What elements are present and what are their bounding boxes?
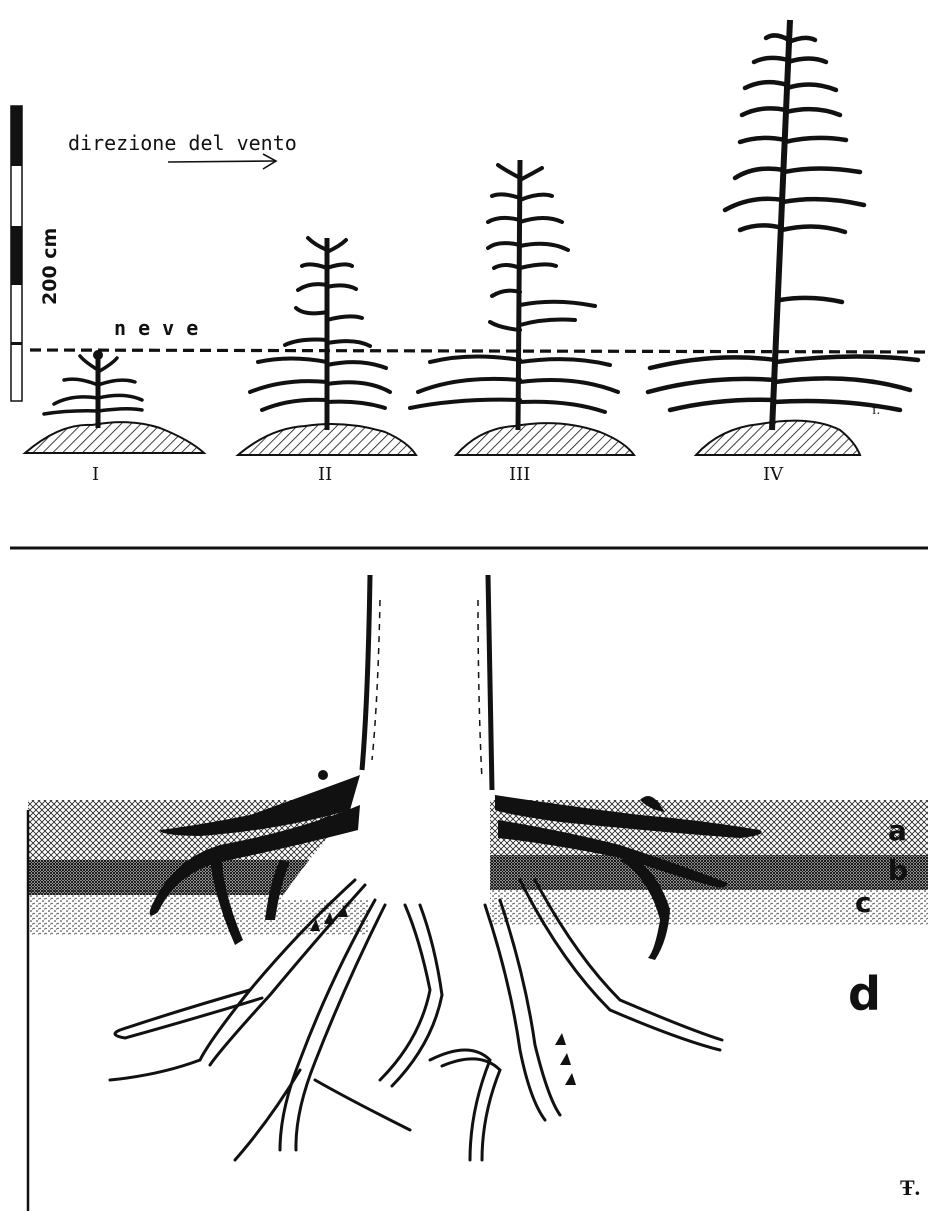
scale-label: 200 cm [39,228,61,305]
tree-1 [25,350,204,453]
tree-3-numeral: III [509,464,530,485]
layer-label-c: c [855,886,872,919]
svg-text:Ŧ.: Ŧ. [900,1175,920,1200]
tree-4-numeral: IV [763,464,784,485]
root-cross-section: Ŧ. [28,575,928,1211]
tree-2 [238,238,416,455]
height-scale-bar [11,106,22,401]
tree-4: f. [648,20,918,455]
layer-label-a: a [888,814,907,847]
layer-label-b: b [888,854,908,887]
snow-line [30,350,928,352]
svg-text:f.: f. [872,403,880,418]
wind-direction-label: direzione del vento [68,131,297,155]
snow-label: n e v e [114,316,198,340]
tree-1-numeral: I [92,464,99,485]
layer-label-d: d [848,967,881,1021]
tree-3 [410,160,634,455]
wind-arrow [168,154,276,169]
tree-2-numeral: II [318,464,332,485]
